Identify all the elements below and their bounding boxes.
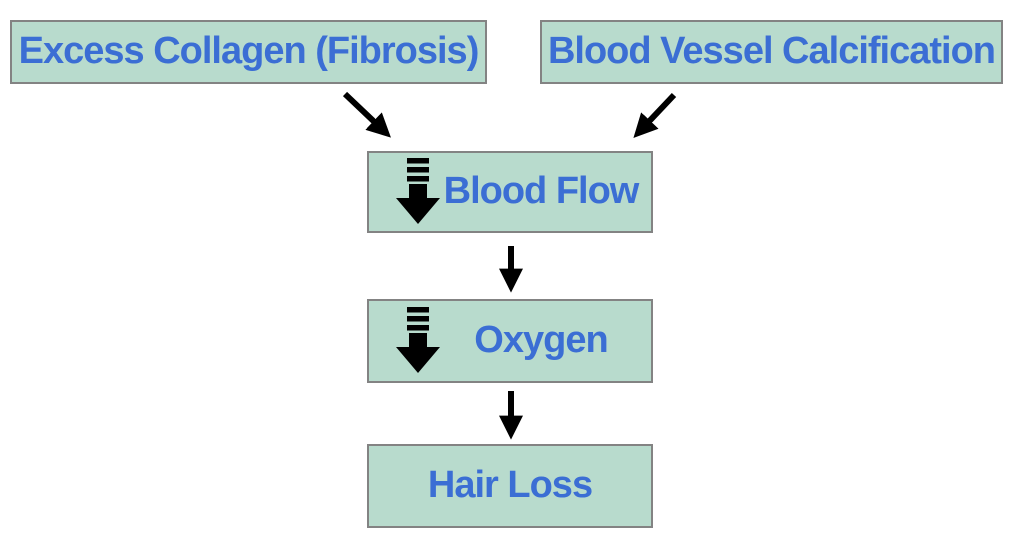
- node-blood-vessel-calcification: Blood Vessel Calcification: [540, 20, 1003, 84]
- node-excess-collagen-label: Excess Collagen (Fibrosis): [18, 30, 480, 72]
- decrease-arrow-icon: [395, 307, 441, 375]
- node-oxygen: Oxygen: [367, 299, 653, 383]
- arrow-calcification-to-blood-flow: [633, 92, 677, 138]
- node-blood-flow: Blood Flow: [367, 151, 653, 233]
- node-excess-collagen: Excess Collagen (Fibrosis): [10, 20, 487, 84]
- node-hair-loss-label: Hair Loss: [427, 464, 593, 506]
- decrease-arrow-icon: [395, 158, 441, 226]
- arrow-fibrosis-to-blood-flow: [342, 91, 391, 138]
- node-blood-vessel-calcification-label: Blood Vessel Calcification: [547, 30, 996, 72]
- node-oxygen-label: Oxygen: [474, 319, 608, 361]
- node-blood-flow-label: Blood Flow: [443, 170, 640, 212]
- node-hair-loss: Hair Loss: [367, 444, 653, 528]
